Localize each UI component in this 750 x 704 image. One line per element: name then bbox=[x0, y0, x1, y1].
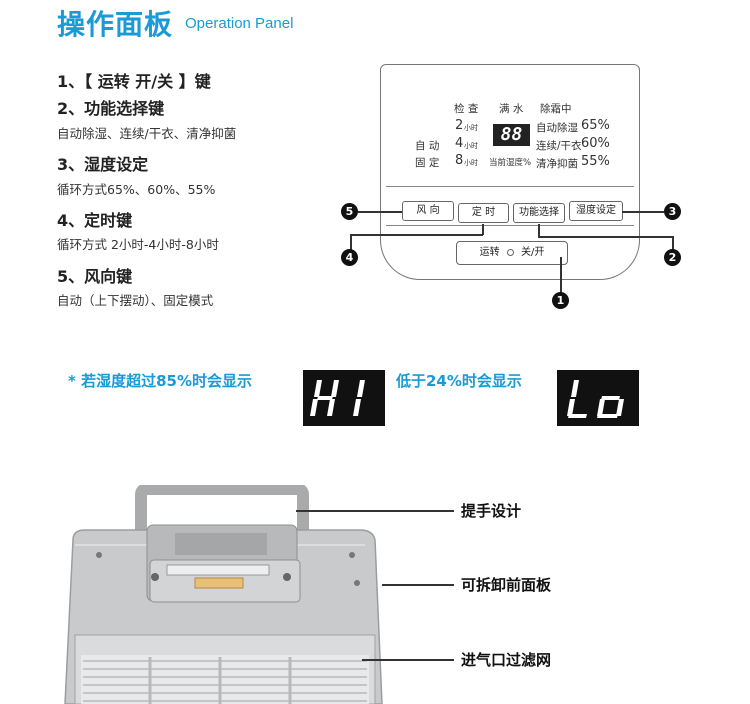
hi-display: HI bbox=[303, 370, 385, 426]
timer-8h: 8 bbox=[455, 153, 464, 168]
leader-line-2 bbox=[538, 236, 673, 238]
badge-3: 3 bbox=[664, 203, 681, 220]
power-button[interactable]: 运转 关/开 bbox=[456, 241, 568, 265]
item-2-desc: 自动除湿、连续/干衣、清净抑菌 bbox=[57, 126, 237, 141]
callout-line-handle bbox=[296, 510, 454, 512]
callout-handle: 提手设计 bbox=[461, 502, 522, 520]
defrost-label: 除霜中 bbox=[540, 103, 572, 115]
callout-line-filter bbox=[362, 659, 454, 661]
item-4-desc: 循环方式 2小时-4小时-8小时 bbox=[57, 237, 219, 252]
timer-2h: 2 bbox=[455, 118, 464, 133]
item-5-desc: 自动（上下摆动）、固定模式 bbox=[57, 293, 214, 308]
leader-line-5 bbox=[358, 211, 402, 213]
mode-continuous-dry: 连续/干衣 bbox=[536, 140, 582, 152]
leader-line-3 bbox=[622, 211, 664, 213]
dehumidifier-illustration bbox=[64, 485, 383, 704]
humidity-display: 88 bbox=[493, 124, 530, 146]
leader-line-4 bbox=[350, 234, 483, 236]
control-panel-diagram bbox=[380, 64, 640, 280]
power-onoff-label: 关/开 bbox=[521, 247, 545, 258]
function-select-button[interactable]: 功能选择 bbox=[513, 203, 565, 223]
current-humidity-label: 当前湿度% bbox=[489, 158, 532, 168]
item-2-title: 2、功能选择键 bbox=[57, 99, 165, 118]
timer-4h: 4 bbox=[455, 136, 464, 151]
hi-segment-icon bbox=[310, 380, 365, 416]
auto-label: 自 动 bbox=[415, 140, 440, 152]
timer-unit-1: 小时 bbox=[464, 124, 478, 132]
mode-purify-value: 55% bbox=[581, 154, 610, 169]
badge-4: 4 bbox=[341, 249, 358, 266]
leader-line-2-v2 bbox=[538, 224, 540, 237]
badge-1: 1 bbox=[552, 292, 569, 309]
mode-auto-dehumidify: 自动除湿 bbox=[536, 122, 578, 134]
fixed-label: 固 定 bbox=[415, 157, 440, 169]
mode-continuous-value: 60% bbox=[581, 136, 610, 151]
humidity-set-button[interactable]: 湿度设定 bbox=[569, 201, 623, 221]
mode-purify: 清净抑菌 bbox=[536, 158, 578, 170]
timer-button[interactable]: 定 时 bbox=[458, 203, 509, 223]
mode-auto-value: 65% bbox=[581, 118, 610, 133]
power-label: 运转 bbox=[479, 247, 500, 258]
item-3-desc: 循环方式65%、60%、55% bbox=[57, 182, 216, 197]
badge-5: 5 bbox=[341, 203, 358, 220]
item-5-title: 5、风向键 bbox=[57, 267, 133, 286]
page-title: 操作面板 bbox=[57, 8, 174, 41]
timer-unit-3: 小时 bbox=[464, 159, 478, 167]
leader-line-4-v bbox=[350, 234, 352, 250]
leader-line-2-v bbox=[672, 236, 674, 251]
wind-direction-button[interactable]: 风 向 bbox=[402, 201, 454, 221]
leader-line-1 bbox=[560, 257, 562, 293]
callout-front-panel: 可拆卸前面板 bbox=[461, 576, 552, 594]
button-strip bbox=[386, 186, 634, 226]
full-water-label: 满 水 bbox=[499, 103, 524, 115]
power-dot-icon bbox=[506, 248, 514, 256]
lo-segment-icon bbox=[567, 380, 624, 418]
page-subtitle: Operation Panel bbox=[185, 15, 294, 32]
badge-2: 2 bbox=[664, 249, 681, 266]
timer-unit-2: 小时 bbox=[464, 142, 478, 150]
high-humidity-note: * 若湿度超过85%时会显示 bbox=[68, 372, 252, 390]
leader-line-4-v2 bbox=[482, 224, 484, 235]
check-label: 检 查 bbox=[454, 103, 479, 115]
item-4-title: 4、定时键 bbox=[57, 211, 133, 230]
item-1-title: 1、【 运转 开/关 】键 bbox=[57, 72, 211, 91]
callout-filter: 进气口过滤网 bbox=[461, 651, 552, 669]
callout-line-front-panel bbox=[382, 584, 454, 586]
item-3-title: 3、湿度设定 bbox=[57, 155, 149, 174]
lo-display: Lo bbox=[557, 370, 639, 426]
low-humidity-note: 低于24%时会显示 bbox=[396, 372, 522, 390]
